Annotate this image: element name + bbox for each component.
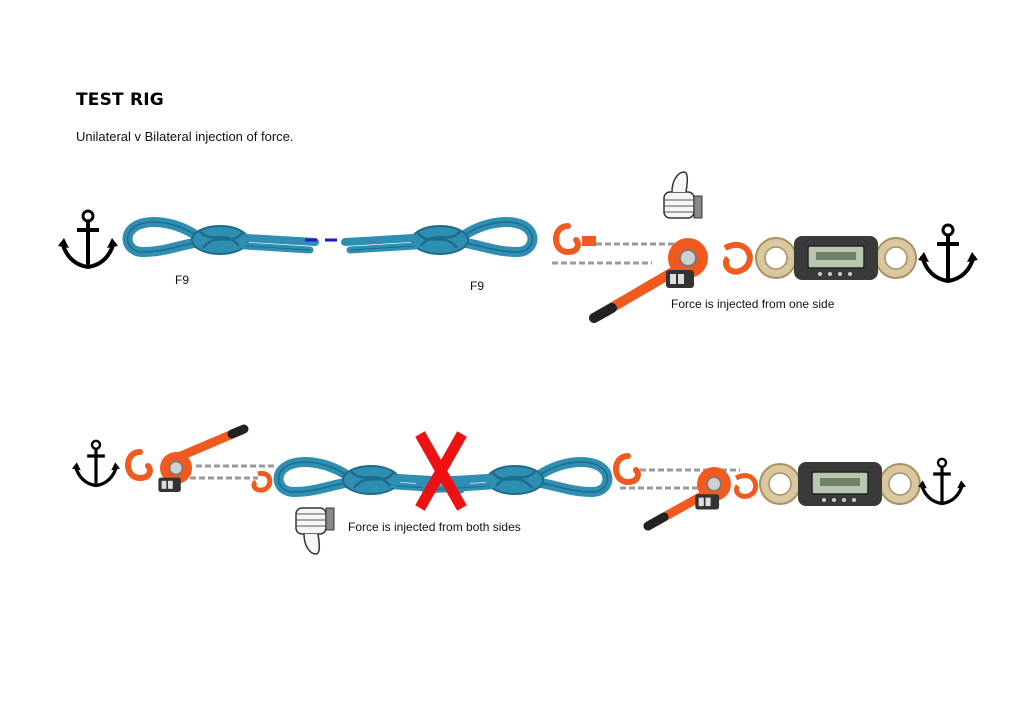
bottom-rig [70,424,968,555]
thumbs-down-icon [295,507,335,555]
thumbs-up-icon [663,171,703,219]
figure-nine-knot-left [128,222,315,254]
knot-label-left: F9 [175,273,190,287]
load-cell-icon [759,461,921,507]
top-rig [56,171,980,323]
anchor-icon [916,223,980,283]
lever-hoist-icon [157,451,193,493]
anchor-icon [916,457,968,506]
hook-icon [723,242,753,275]
knot-label-right: F9 [470,279,485,293]
anchor-icon [56,209,120,269]
caption-one-side: Force is injected from one side [671,297,835,311]
anchor-icon [70,439,122,488]
page-title: TEST RIG [76,90,164,110]
hook-icon [128,452,150,478]
load-cell-icon [755,235,917,281]
hook-icon [556,226,578,252]
figure-nine-knot-right [345,222,532,254]
red-x-icon [415,431,467,511]
caption-both-sides: Force is injected from both sides [348,520,521,534]
lever-hoist-icon [694,466,732,511]
hook-icon [616,456,638,482]
page-subtitle: Unilateral v Bilateral injection of forc… [76,129,294,144]
hook-icon [733,473,759,499]
hook-icon [251,470,273,493]
